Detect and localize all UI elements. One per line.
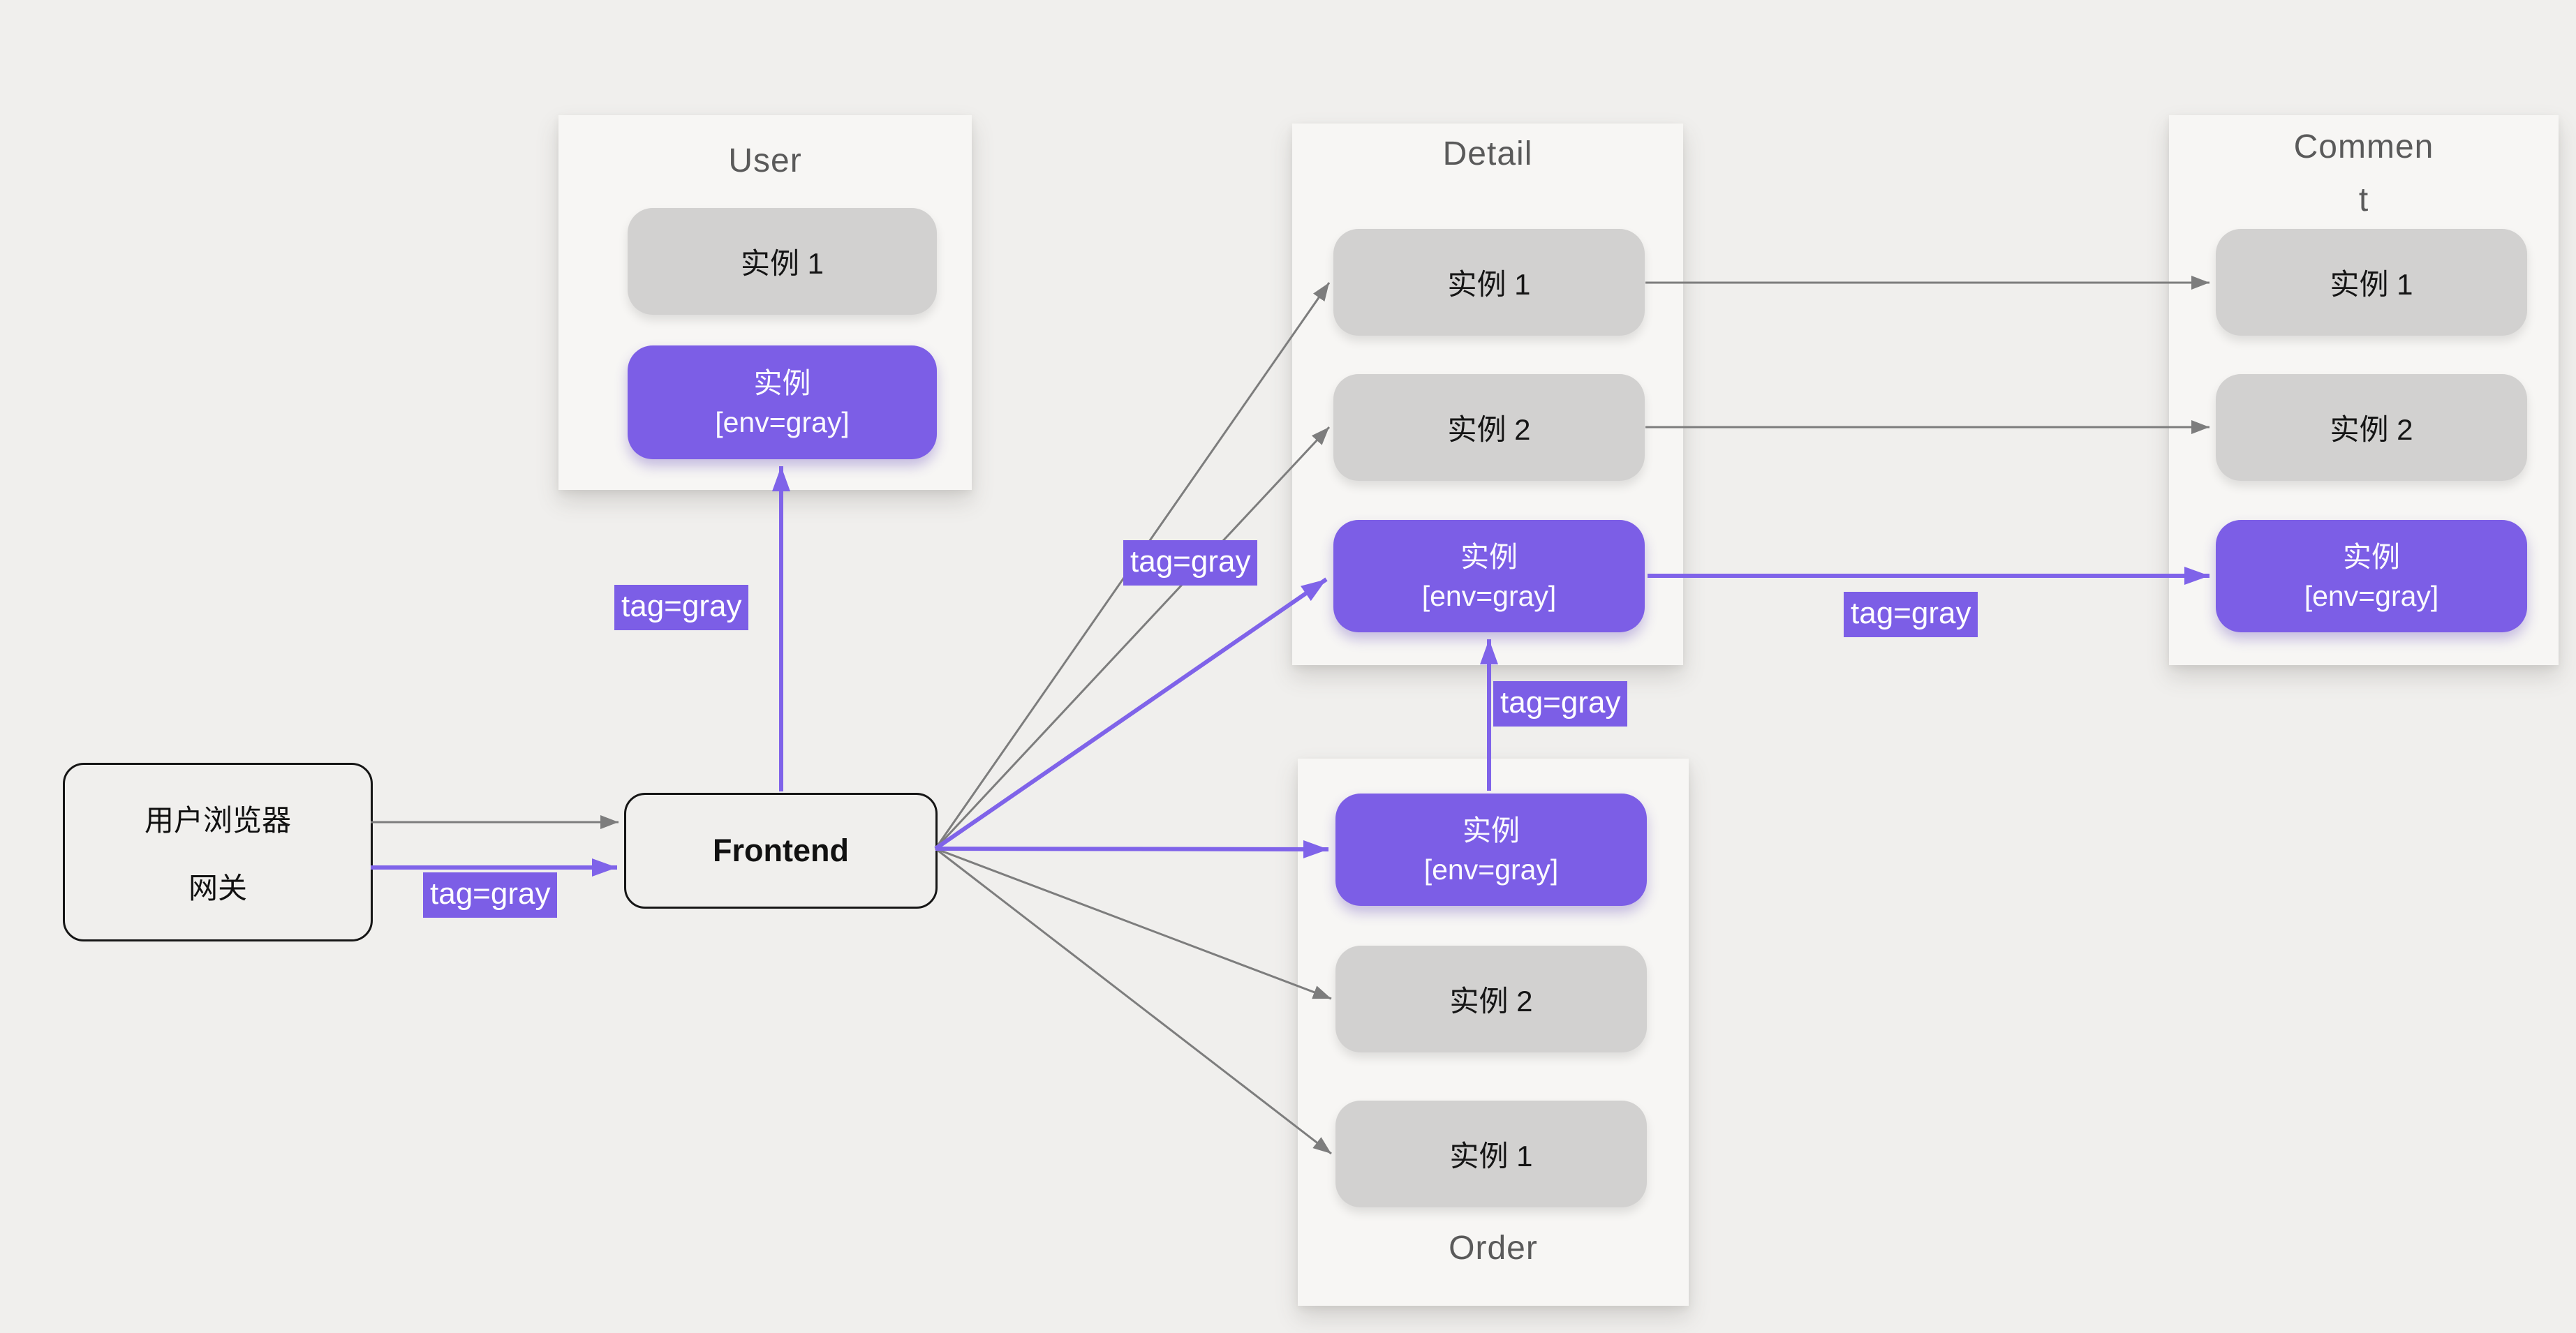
frontend-box: Frontend [624, 793, 938, 909]
group-title-user: User [728, 142, 802, 179]
detail-gray-instance-env-tag: [env=gray] [1421, 579, 1557, 612]
browser-gateway-box: 用户浏览器 网关 [63, 763, 373, 941]
comment-instance-2-label: 实例 2 [2330, 413, 2413, 446]
edge-frontend-to-detail-instance2 [934, 426, 1331, 850]
order-gray-instance-env-tag: [env=gray] [1423, 853, 1559, 886]
order-instance-2-label: 实例 2 [1449, 985, 1533, 1018]
edge-frontend-to-detail-gray [934, 577, 1328, 851]
comment-instance-1-box: 实例 1 [2216, 229, 2527, 336]
service-group-order: Order 实例 [env=gray] 实例 2 实例 1 [1298, 759, 1689, 1306]
comment-gray-instance-box: 实例 [env=gray] [2216, 520, 2527, 632]
group-title-comment-line2: t [2358, 181, 2369, 218]
service-group-comment: Commen t 实例 1 实例 2 实例 [env=gray] [2169, 115, 2559, 665]
order-instance-1-box: 实例 1 [1335, 1101, 1647, 1207]
tag-gray-label-gateway-frontend: tag=gray [423, 872, 558, 918]
group-title-detail: Detail [1442, 135, 1533, 172]
detail-instance-2-box: 实例 2 [1333, 374, 1645, 481]
detail-instance-1-box: 实例 1 [1333, 229, 1645, 336]
detail-gray-instance-box: 实例 [env=gray] [1333, 520, 1645, 632]
order-gray-instance-box: 实例 [env=gray] [1335, 794, 1647, 906]
comment-gray-instance-label: 实例 [2343, 540, 2400, 573]
group-title-comment-line1: Commen [2293, 128, 2434, 165]
order-instance-2-box: 实例 2 [1335, 946, 1647, 1052]
detail-gray-instance-label: 实例 [1460, 540, 1518, 573]
browser-gateway-line1: 用户浏览器 [144, 804, 291, 837]
edge-frontend-to-order-instance2 [935, 847, 1332, 1000]
order-instance-1-label: 实例 1 [1449, 1140, 1533, 1172]
edge-frontend-to-order-instance1 [935, 847, 1332, 1155]
service-group-user: User 实例 1 实例 [env=gray] [558, 115, 972, 490]
frontend-label: Frontend [713, 833, 849, 868]
order-gray-instance-label: 实例 [1463, 814, 1520, 847]
user-instance-1-box: 实例 1 [628, 208, 937, 315]
service-group-detail: Detail 实例 1 实例 2 实例 [env=gray] [1292, 124, 1683, 665]
group-title-comment: Commen t [2169, 121, 2559, 227]
user-instance-1-label: 实例 1 [740, 247, 824, 280]
detail-instance-1-label: 实例 1 [1447, 268, 1531, 301]
user-gray-instance-env-tag: [env=gray] [715, 405, 850, 438]
comment-gray-instance-env-tag: [env=gray] [2304, 579, 2439, 612]
tag-gray-label-frontend-user: tag=gray [614, 585, 749, 630]
user-gray-instance-label: 实例 [753, 366, 811, 399]
comment-instance-2-box: 实例 2 [2216, 374, 2527, 481]
browser-gateway-line2: 网关 [188, 872, 247, 904]
comment-instance-1-label: 实例 1 [2330, 268, 2413, 301]
user-gray-instance-box: 实例 [env=gray] [628, 345, 937, 459]
tag-gray-label-detail-comment: tag=gray [1844, 592, 1978, 637]
tag-gray-label-frontend-detail: tag=gray [1123, 540, 1258, 586]
group-title-order: Order [1449, 1230, 1538, 1267]
detail-instance-2-label: 实例 2 [1447, 413, 1531, 446]
tag-gray-label-order-detail: tag=gray [1493, 681, 1628, 727]
